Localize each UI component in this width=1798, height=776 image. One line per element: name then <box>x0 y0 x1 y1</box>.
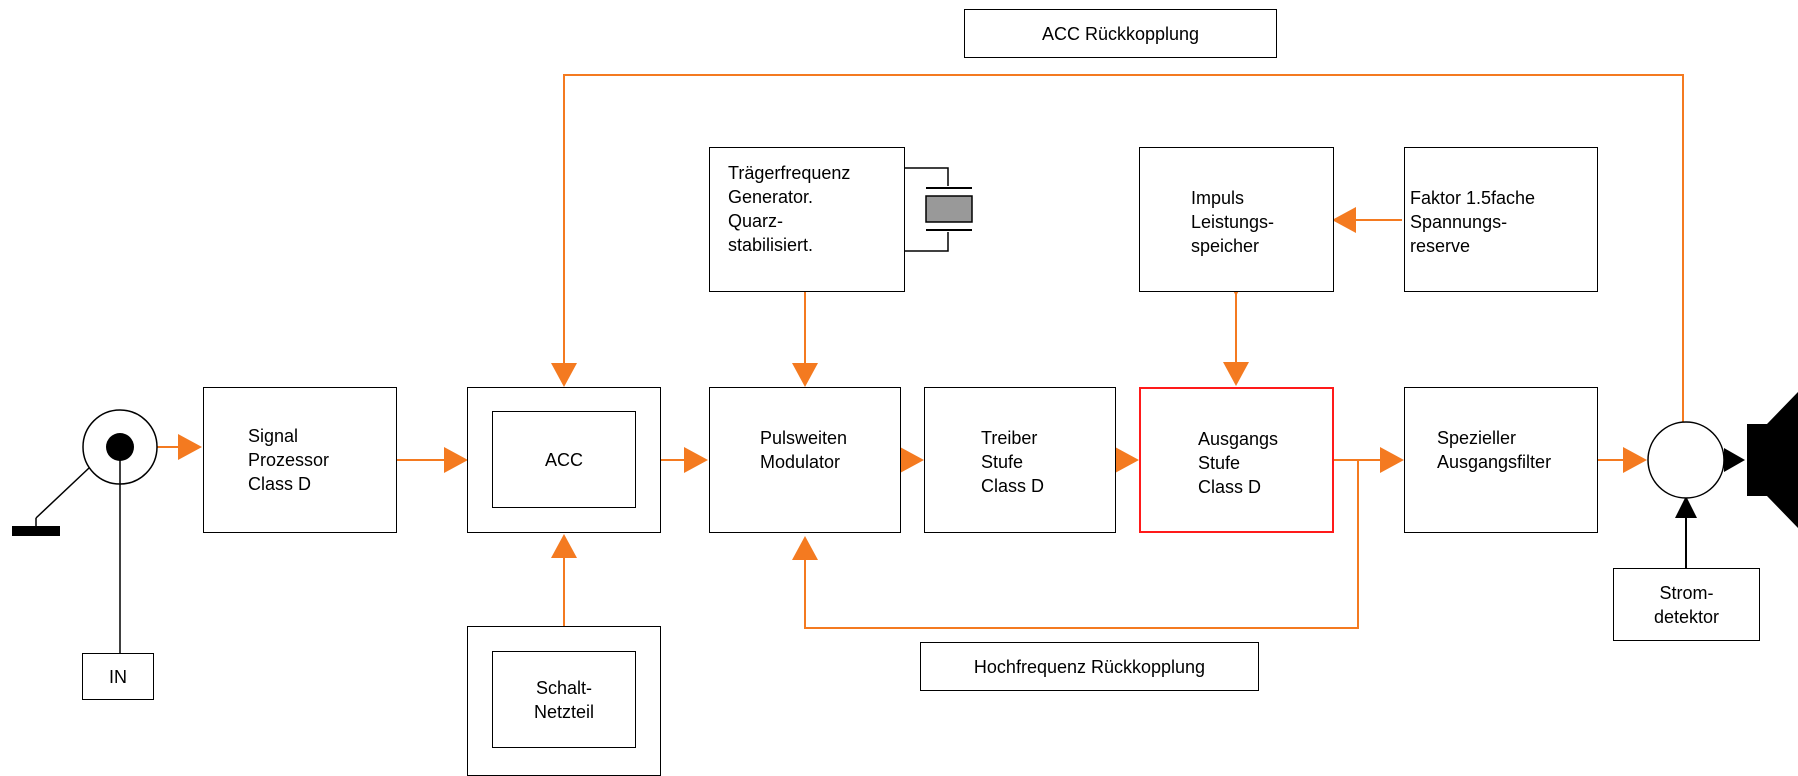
pulse-storage-label: Impuls Leistungs- speicher <box>1191 188 1275 256</box>
acc-label: ACC <box>544 449 583 470</box>
pwm-block: Pulsweiten Modulator <box>709 387 901 533</box>
input-label: IN <box>109 666 127 687</box>
current-detector-block: Strom- detektor <box>1613 568 1760 641</box>
output-filter-block: Spezieller Ausgangsfilter <box>1404 387 1598 533</box>
carrier-generator-label: Trägerfrequenz Generator. Quarz- stabili… <box>728 163 851 255</box>
acc-feedback-text: ACC Rückkopplung <box>1041 23 1200 44</box>
current-detector-label: Strom- detektor <box>1653 582 1720 627</box>
hf-feedback-text: Hochfrequenz Rückkopplung <box>973 656 1206 677</box>
voltage-reserve-label: Faktor 1.5fache Spannungs- reserve <box>1410 188 1536 256</box>
loudspeaker-cone <box>1767 392 1798 528</box>
loudspeaker-magnet <box>1747 424 1767 496</box>
signal-processor-block: Signal Prozessor Class D <box>203 387 397 533</box>
detector-arrowhead <box>1675 496 1697 518</box>
summing-node <box>1647 421 1725 499</box>
ground-symbol <box>12 526 60 536</box>
pulse-storage-block: Impuls Leistungs- speicher <box>1139 147 1334 292</box>
psu-inner-box: Schalt- Netzteil <box>492 651 636 748</box>
voltage-reserve-block: Faktor 1.5fache Spannungs- reserve <box>1404 147 1598 292</box>
wire-hf-feedback-loop <box>792 460 1359 629</box>
psu-block: Schalt- Netzteil <box>467 626 661 776</box>
ground-wire <box>35 467 90 519</box>
acc-inner-box: ACC <box>492 411 636 508</box>
driver-stage-label: Treiber Stufe Class D <box>981 428 1045 496</box>
acc-feedback-label: ACC Rückkopplung <box>964 9 1277 58</box>
output-filter-label: Spezieller Ausgangsfilter <box>1437 428 1552 472</box>
psu-label: Schalt- Netzteil <box>533 677 595 722</box>
pwm-label: Pulsweiten Modulator <box>760 428 848 472</box>
signal-processor-label: Signal Prozessor Class D <box>248 426 330 494</box>
quartz-crystal-icon <box>905 167 973 252</box>
hf-feedback-label: Hochfrequenz Rückkopplung <box>920 642 1259 691</box>
driver-stage-block: Treiber Stufe Class D <box>924 387 1116 533</box>
carrier-generator-block: Trägerfrequenz Generator. Quarz- stabili… <box>709 147 905 292</box>
output-stage-label: Ausgangs Stufe Class D <box>1198 429 1279 497</box>
input-label-box: IN <box>82 653 154 700</box>
acc-block: ACC <box>467 387 661 533</box>
wire-acc-feedback-loop <box>551 74 1684 440</box>
output-stage-block: Ausgangs Stufe Class D <box>1139 387 1334 533</box>
node-output-arrowhead <box>1724 448 1745 472</box>
